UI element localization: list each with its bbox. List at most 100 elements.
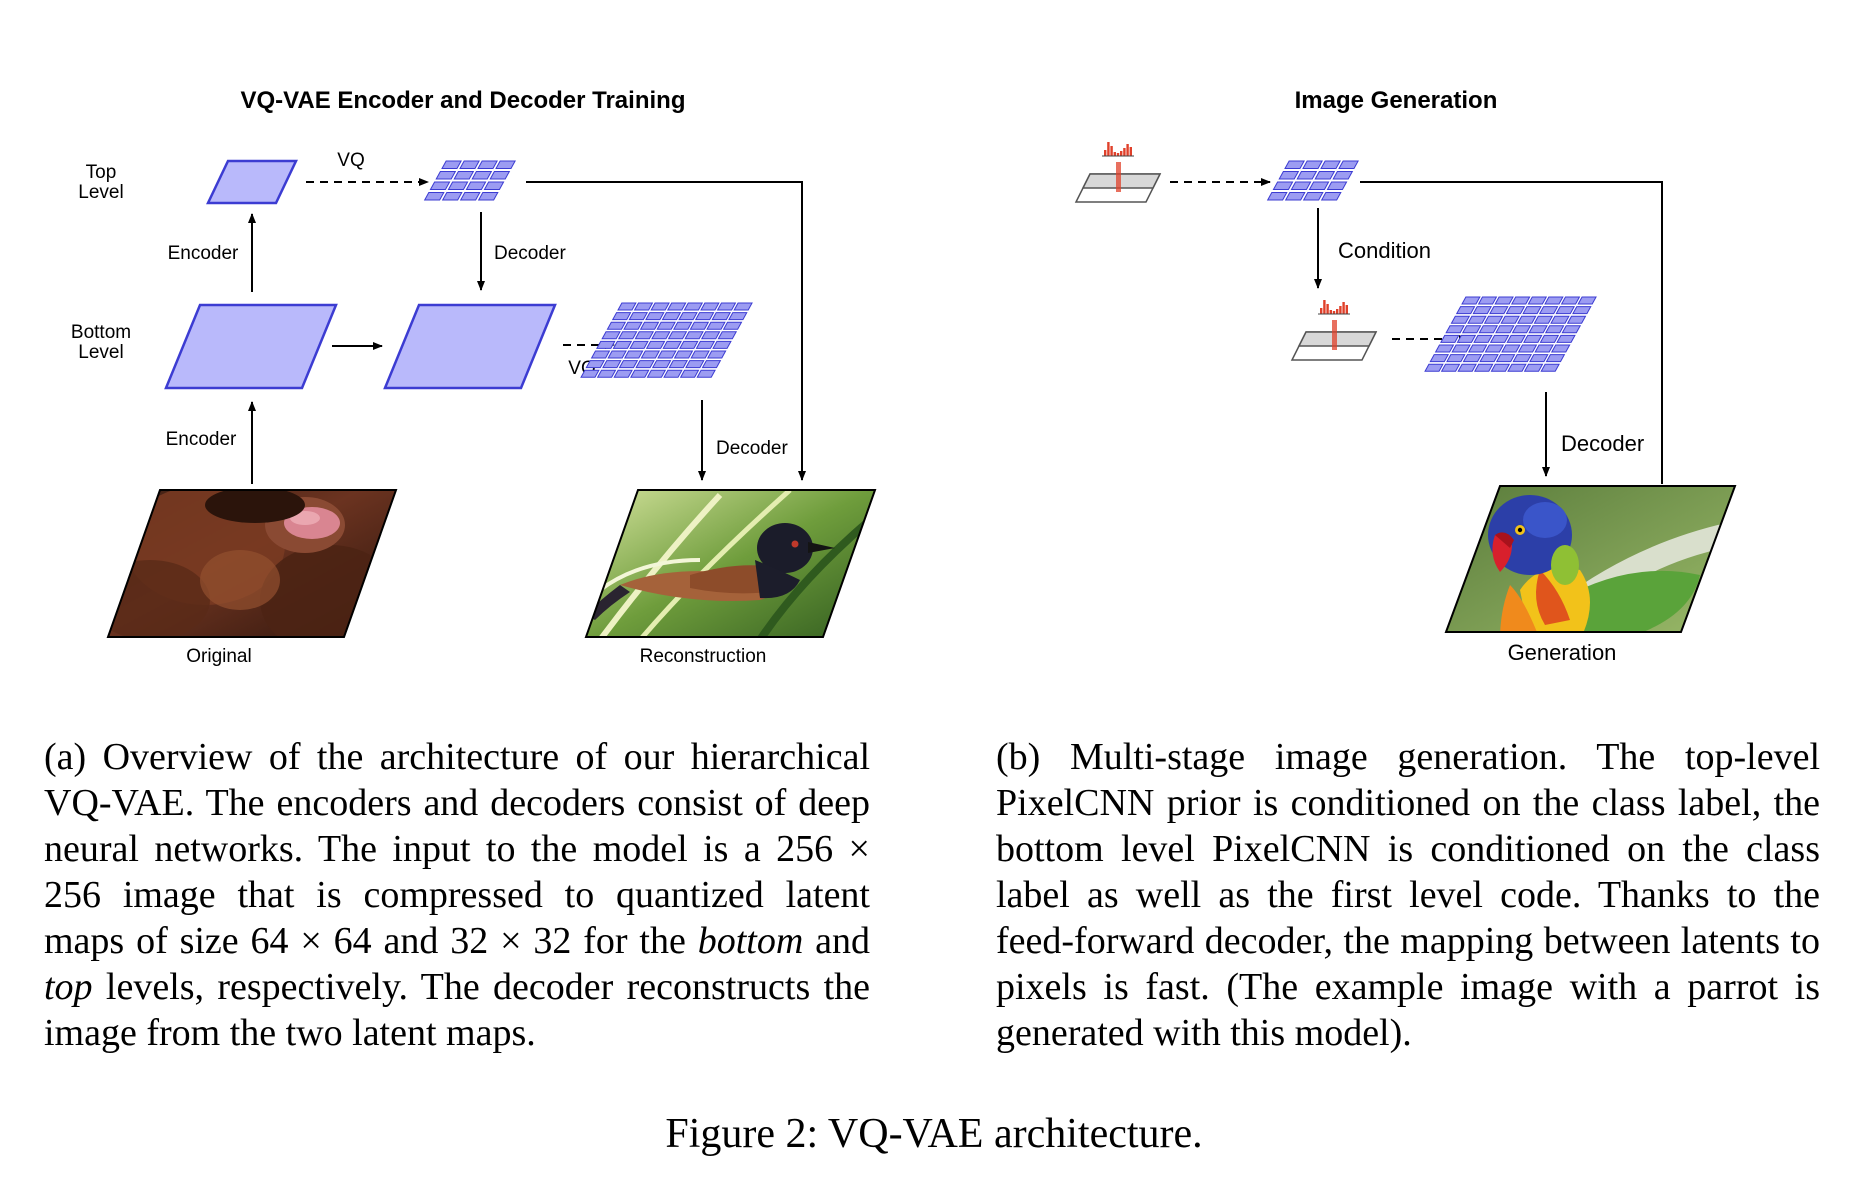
panel-a: VQ-VAE Encoder and Decoder Training Top … <box>71 87 877 667</box>
latent-code-cell <box>646 369 667 378</box>
caption-a-emph-bottom: bottom <box>697 920 804 962</box>
latent-code-cell <box>1266 192 1288 201</box>
latent-code-cell <box>645 312 665 321</box>
latent-code-cell <box>684 331 704 340</box>
panel-a-title: VQ-VAE Encoder and Decoder Training <box>241 87 686 114</box>
latent-code-cell <box>651 331 671 340</box>
latent-code-cell <box>1560 296 1581 305</box>
prior-pixel-marker <box>1116 162 1121 192</box>
latent-code-cell <box>1424 363 1444 372</box>
latent-code-cell <box>1544 325 1565 334</box>
latent-code-cell <box>1540 363 1560 372</box>
latent-code-cell <box>489 171 511 180</box>
latent-code-cell <box>613 369 633 378</box>
latent-code-cell <box>1495 325 1515 334</box>
latent-code-cell <box>1577 296 1597 305</box>
latent-code-cell <box>590 350 611 359</box>
latent-code-cell <box>1314 171 1336 180</box>
top-generated-grid <box>1266 160 1359 201</box>
latent-code-cell <box>679 369 700 378</box>
latent-code-cell <box>666 302 687 311</box>
latent-code-cell <box>1550 344 1571 353</box>
latent-code-cell <box>690 350 710 359</box>
latent-code-cell <box>1473 363 1494 372</box>
latent-code-cell <box>629 340 649 349</box>
top-level-label-line1: Top <box>86 162 117 183</box>
latent-code-cell <box>477 160 498 169</box>
prior-histogram-bar <box>1345 305 1348 314</box>
latent-code-cell <box>1539 334 1560 343</box>
prior-histogram-bar <box>1336 309 1339 314</box>
latent-code-cell <box>1510 296 1531 305</box>
decoder-bottom-label: Decoder <box>716 438 788 459</box>
prior-histogram-bar <box>1123 148 1126 156</box>
latent-code-cell <box>606 321 627 330</box>
latent-code-cell <box>1284 192 1306 201</box>
latent-code-cell <box>634 331 655 340</box>
latent-code-cell <box>1561 325 1582 334</box>
latent-code-cell <box>712 340 732 349</box>
prior-sheet-upper <box>1297 331 1378 347</box>
latent-code-cell <box>1545 354 1566 363</box>
caption-a-part3: levels, respectively. The decoder recons… <box>44 966 870 1054</box>
latent-code-cell <box>1429 354 1450 363</box>
latent-code-cell <box>1550 315 1570 324</box>
latent-code-cell <box>1272 181 1294 190</box>
latent-code-cell <box>1326 181 1348 190</box>
latent-code-cell <box>673 350 694 359</box>
prior-histogram-bar <box>1104 150 1107 156</box>
latent-code-cell <box>645 340 666 349</box>
latent-code-cell <box>1529 354 1549 363</box>
latent-code-cell <box>1462 354 1483 363</box>
reconstruction-label: Reconstruction <box>640 646 767 667</box>
latent-code-cell <box>618 360 639 369</box>
latent-code-cell <box>1278 171 1300 180</box>
prior-pixel-marker <box>1332 320 1337 350</box>
latent-code-cell <box>1440 363 1461 372</box>
latent-code-cell <box>1506 334 1526 343</box>
caption-b: (b) Multi-stage image generation. The to… <box>996 736 1820 1054</box>
latent-code-cell <box>1494 296 1514 305</box>
prior-histogram-bar <box>1113 152 1116 156</box>
prior-histogram-bar <box>1126 144 1129 156</box>
latent-code-cell <box>423 192 445 201</box>
latent-code-cell <box>1461 325 1482 334</box>
latent-code-cell <box>1338 160 1359 169</box>
latent-code-cell <box>1457 363 1477 372</box>
latent-code-cell <box>1544 296 1564 305</box>
latent-code-cell <box>465 181 487 190</box>
latent-code-cell <box>672 321 693 330</box>
bottom-level-label-line1: Bottom <box>71 322 131 343</box>
latent-code-cell <box>1511 325 1532 334</box>
latent-code-cell <box>1479 354 1499 363</box>
caption-a-part1: (a) Overview of the architecture of our … <box>44 736 870 962</box>
prior-histogram-bar <box>1339 306 1342 314</box>
vq-top-label: VQ <box>337 150 364 171</box>
top-quantized-grid <box>423 160 516 201</box>
bottom-generated-grid <box>1424 296 1597 372</box>
latent-code-cell <box>1320 160 1341 169</box>
latent-code-cell <box>1490 363 1511 372</box>
latent-code-cell <box>1302 192 1324 201</box>
latent-code-cell <box>651 360 672 369</box>
latent-code-cell <box>1556 334 1576 343</box>
latent-code-cell <box>477 192 499 201</box>
latent-code-cell <box>689 321 710 330</box>
prior-histogram-bar <box>1107 142 1110 156</box>
latent-code-cell <box>596 369 617 378</box>
bottom-level-label-line2: Level <box>78 342 123 363</box>
latent-code-cell <box>1572 306 1592 315</box>
latent-code-cell <box>1455 306 1476 315</box>
latent-code-cell <box>706 321 726 330</box>
latent-code-cell <box>495 160 516 169</box>
caption-a-part2: and <box>803 920 870 962</box>
latent-code-cell <box>1467 315 1487 324</box>
latent-code-cell <box>635 360 655 369</box>
bottom-latent-encoder <box>164 303 338 390</box>
encoder-top-label: Encoder <box>168 243 239 264</box>
latent-code-cell <box>483 181 505 190</box>
prior-histogram-bar <box>1116 153 1120 156</box>
panel-b: Image Generation Condition Decoder <box>1074 87 1737 665</box>
latent-code-cell <box>1296 171 1318 180</box>
top-pixelcnn-prior <box>1074 142 1162 203</box>
